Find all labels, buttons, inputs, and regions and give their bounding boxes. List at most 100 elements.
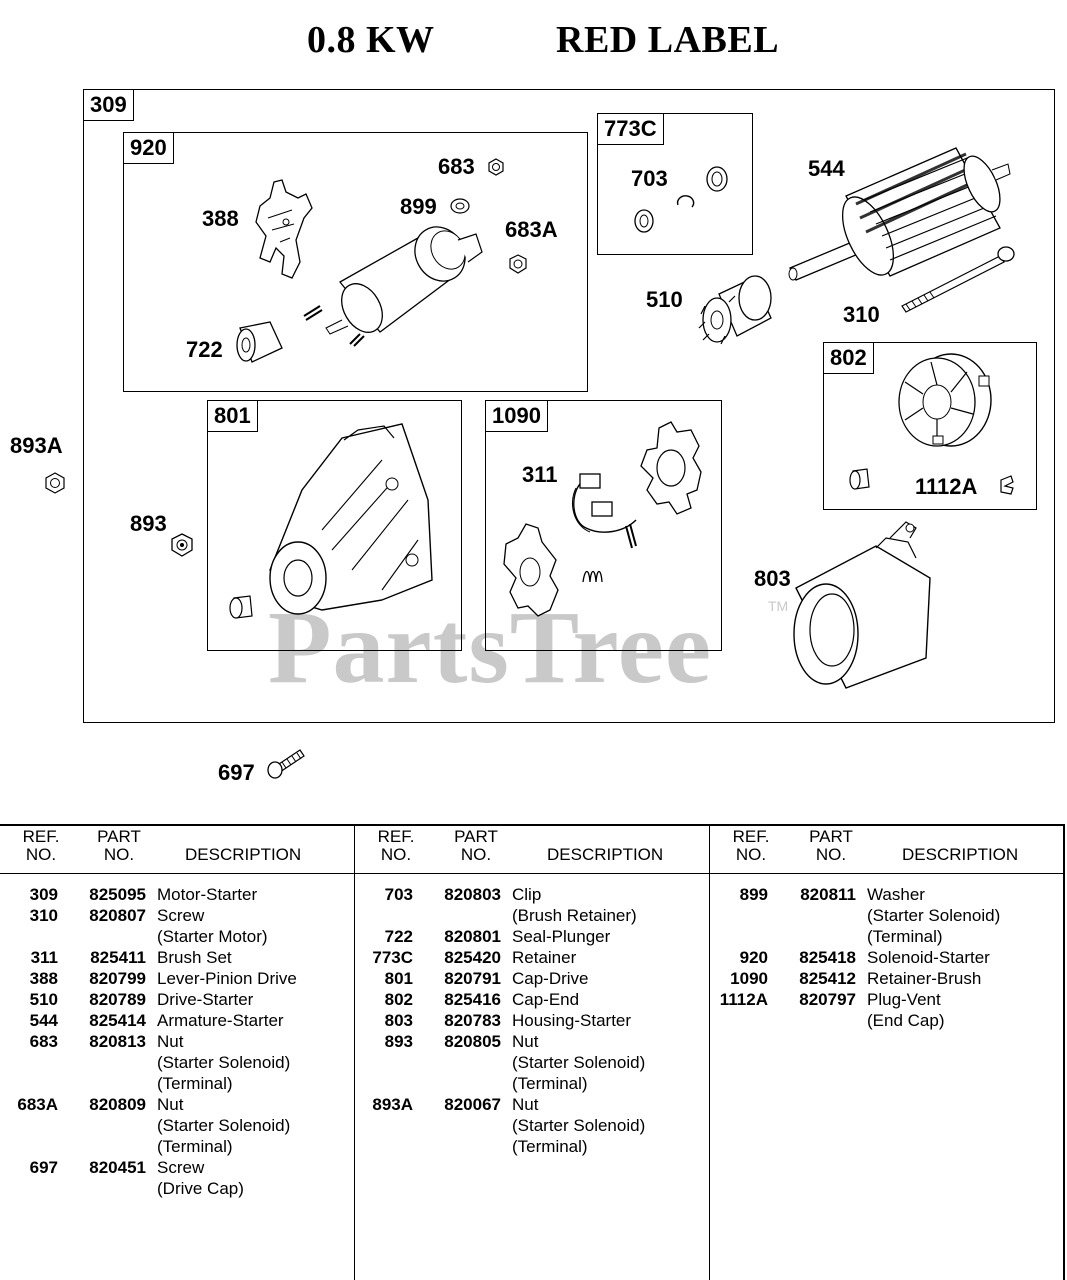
ref-number: 893A <box>372 1095 413 1114</box>
label-388[interactable]: 388 <box>202 206 239 231</box>
description-line: Solenoid-Starter <box>867 948 990 967</box>
header-ref-line2: NO. <box>735 845 767 864</box>
description-line: (Terminal) <box>867 927 943 946</box>
diagram-title-label: RED LABEL <box>556 19 780 61</box>
tag-801[interactable]: 801 <box>207 400 258 432</box>
part-description: Brush Set <box>157 947 354 968</box>
ref-number: 697 <box>29 1158 58 1177</box>
description-line: (Starter Solenoid) <box>157 1053 291 1072</box>
tag-773c[interactable]: 773C <box>597 113 664 145</box>
label-1112a[interactable]: 1112A <box>915 474 978 499</box>
part-description: Nut(Starter Solenoid)(Terminal) <box>512 1094 710 1157</box>
retainer-773c-icon <box>706 166 728 192</box>
ref-number: 544 <box>29 1011 58 1030</box>
description-line: (Terminal) <box>157 1137 233 1156</box>
description-line: Nut <box>157 1032 184 1051</box>
label-893a[interactable]: 893A <box>10 433 63 458</box>
description-line: Lever-Pinion Drive <box>157 969 297 988</box>
part-number: 820805 <box>444 1032 501 1051</box>
header-part-line1: PART <box>97 827 141 846</box>
ref-number: 683A <box>17 1095 58 1114</box>
part-description: Seal-Plunger <box>512 926 710 947</box>
header-part-no: PART NO. <box>447 828 505 864</box>
header-part-line2: NO. <box>815 845 847 864</box>
label-697[interactable]: 697 <box>218 760 255 785</box>
screw-drive-cap-icon <box>267 749 305 779</box>
label-683[interactable]: 683 <box>438 154 475 179</box>
description-line: Nut <box>512 1095 539 1114</box>
table-row[interactable]: 697 820451 Screw(Drive Cap) <box>0 1157 354 1199</box>
ref-number: 310 <box>29 906 58 925</box>
label-893[interactable]: 893 <box>130 511 167 536</box>
ref-number: 899 <box>739 885 768 904</box>
description-line: Clip <box>512 885 542 904</box>
ref-number: 683 <box>29 1032 58 1051</box>
part-number: 820807 <box>89 906 146 925</box>
description-line: Washer <box>867 885 925 904</box>
tag-920[interactable]: 920 <box>123 132 174 164</box>
clip-703-icon <box>676 195 695 208</box>
tag-309[interactable]: 309 <box>83 89 134 121</box>
ref-number: 722 <box>384 927 413 946</box>
label-311[interactable]: 311 <box>522 462 558 487</box>
label-899[interactable]: 899 <box>400 194 437 219</box>
ref-number: 893 <box>384 1032 413 1051</box>
label-722[interactable]: 722 <box>186 337 223 362</box>
part-description: Plug-Vent(End Cap) <box>867 989 1064 1031</box>
part-description: Nut(Starter Solenoid)(Terminal) <box>157 1031 354 1094</box>
label-683a[interactable]: 683A <box>505 217 558 242</box>
header-ref-no: REF. NO. <box>728 828 774 864</box>
description-line: Armature-Starter <box>157 1011 284 1030</box>
label-310[interactable]: 310 <box>843 302 880 327</box>
solenoid-starter-icon <box>303 226 483 347</box>
description-line: Nut <box>512 1032 539 1051</box>
drive-bushing-icon <box>229 595 253 619</box>
part-number: 825420 <box>444 948 501 967</box>
part-description: Screw(Drive Cap) <box>157 1157 354 1199</box>
label-703[interactable]: 703 <box>631 166 668 191</box>
brush-retainer-plate-icon <box>640 421 702 515</box>
description-line: (Drive Cap) <box>157 1179 244 1198</box>
description-line: Housing-Starter <box>512 1011 632 1030</box>
label-544[interactable]: 544 <box>808 156 845 181</box>
part-number: 820809 <box>89 1095 146 1114</box>
label-803[interactable]: 803 <box>754 566 791 591</box>
description-line: (Terminal) <box>512 1074 588 1093</box>
diagram-title-kw: 0.8 KW <box>307 19 435 61</box>
description-line: (End Cap) <box>867 1011 945 1030</box>
nut-893-icon <box>171 533 193 557</box>
ref-number: 801 <box>384 969 413 988</box>
tag-1090[interactable]: 1090 <box>485 400 548 432</box>
assembly-box-920 <box>123 132 588 392</box>
tag-802[interactable]: 802 <box>823 342 874 374</box>
label-510[interactable]: 510 <box>646 287 683 312</box>
plug-vent-icon <box>1000 475 1014 495</box>
part-number: 820451 <box>89 1158 146 1177</box>
nut-893a-icon <box>45 472 65 494</box>
